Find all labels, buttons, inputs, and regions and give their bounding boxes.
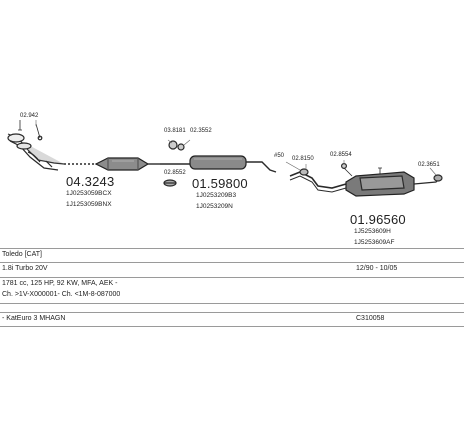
rear-pipe	[289, 168, 347, 193]
table-row: 1.8i Turbo 20V 12/90 - 10/05	[0, 263, 464, 275]
oem-number: 1J5253609H	[354, 228, 391, 235]
rear-silencer	[341, 163, 443, 197]
part-code-small: #50	[274, 153, 285, 159]
oem-number: 1J5253609AF	[354, 239, 395, 246]
middle-silencer	[160, 155, 277, 173]
table-divider	[0, 303, 464, 304]
part-code-small: 02.8150	[292, 156, 314, 162]
table-row: Ch. >1V-X000001- Ch. <1M-8-087000	[0, 289, 464, 301]
info-left: Ch. >1V-X000001- Ch. <1M-8-087000	[2, 291, 121, 298]
leader-lines	[35, 120, 437, 176]
oem-number: 1J0253059BCX	[66, 190, 112, 197]
part-code-small: 02.942	[20, 113, 39, 119]
info-left: - KatEuro 3 MHAGN	[2, 315, 66, 322]
part-code-small: 02.3651	[418, 162, 440, 168]
table-row: 1781 cc, 125 HP, 92 KW, MFA, AEK -	[0, 278, 464, 290]
info-left: 1.8i Turbo 20V	[2, 265, 48, 272]
info-left: 1781 cc, 125 HP, 92 KW, MFA, AEK -	[2, 280, 118, 287]
part-code-small: 02.8552	[164, 170, 186, 176]
info-right: 12/90 - 10/05	[356, 265, 398, 272]
info-right: C310058	[356, 315, 385, 322]
table-divider	[0, 248, 464, 249]
part-code-small: 03.8181	[164, 128, 186, 134]
table-row: Toledo [CAT]	[0, 249, 464, 261]
part-code-small: 02.3552	[190, 128, 212, 134]
front-downpipe	[7, 120, 65, 171]
part-code: 04.3243	[66, 174, 115, 189]
oem-number: 1J0253209B3	[196, 192, 237, 199]
table-divider	[0, 326, 464, 327]
oem-number: 1J0253209N	[196, 203, 233, 210]
table-divider	[0, 262, 464, 263]
table-divider	[0, 277, 464, 278]
middle-small-parts	[163, 140, 185, 187]
catalytic-converter	[94, 157, 160, 171]
table-row: - KatEuro 3 MHAGN C310058	[0, 313, 464, 325]
table-divider	[0, 312, 464, 313]
part-code-small: 02.8554	[330, 152, 352, 158]
oem-number: 1J1253059BNX	[66, 201, 112, 208]
part-code: 01.59800	[192, 176, 248, 191]
part-code: 01.96560	[350, 212, 406, 227]
info-left: Toledo [CAT]	[2, 251, 42, 258]
